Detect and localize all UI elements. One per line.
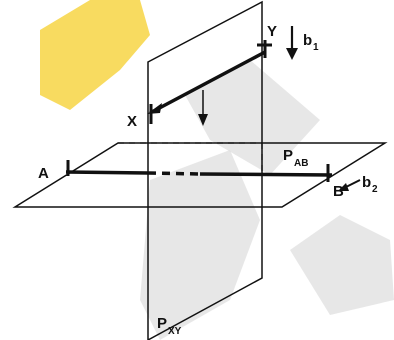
label-plane-ab: P xyxy=(283,147,293,164)
watermark-gray-shape-3 xyxy=(290,215,394,315)
watermark xyxy=(40,0,394,340)
label-a: A xyxy=(38,165,49,182)
line-xy xyxy=(149,50,266,115)
label-b1: b xyxy=(303,32,312,49)
line-ab-left xyxy=(65,170,149,175)
watermark-yellow-shape xyxy=(40,0,150,110)
b2-arrow-head xyxy=(338,183,349,191)
arrowhead-x xyxy=(147,103,162,114)
label-plane-ab-sub: AB xyxy=(294,158,308,169)
label-x: X xyxy=(127,113,137,130)
label-b2: b xyxy=(362,174,371,191)
label-y: Y xyxy=(267,23,277,40)
label-plane-xy: P xyxy=(157,315,167,332)
label-b: B xyxy=(333,183,344,200)
plane-xy-outline xyxy=(147,0,263,340)
label-plane-xy-sub: XY xyxy=(168,326,182,337)
line-ab-hidden xyxy=(147,171,201,176)
line-ab-right xyxy=(199,172,333,177)
plane-ab-outline xyxy=(12,142,388,208)
label-b1-sub: 1 xyxy=(313,42,319,53)
watermark-gray-shape-1 xyxy=(185,60,320,175)
label-b2-sub: 2 xyxy=(372,184,378,195)
projection-arrow-head xyxy=(198,114,208,126)
b1-arrow-head xyxy=(286,48,298,60)
watermark-gray-shape-2 xyxy=(140,150,260,340)
